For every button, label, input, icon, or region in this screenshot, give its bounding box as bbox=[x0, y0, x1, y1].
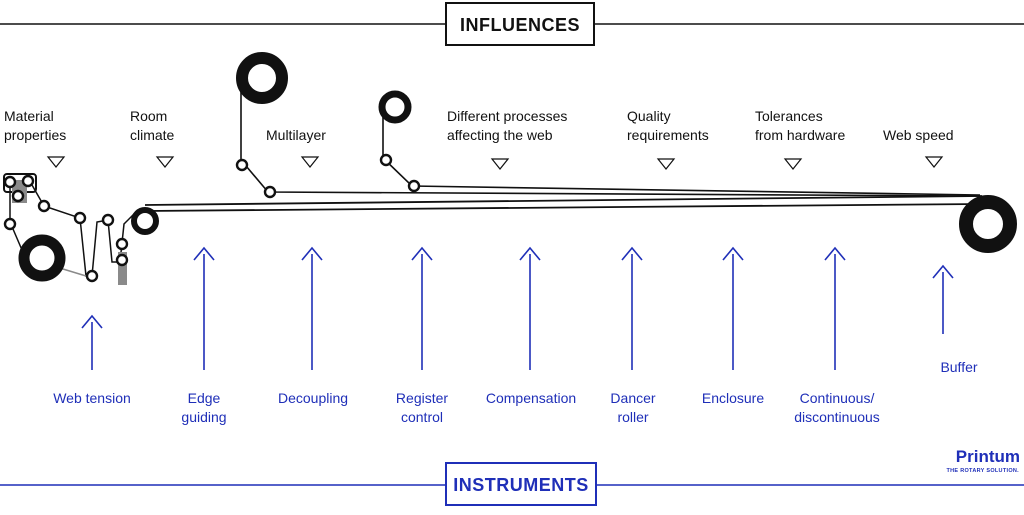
influence-label-5-line-1: Tolerances bbox=[755, 108, 823, 124]
instrument-label-1-line-1: Edge bbox=[188, 390, 221, 406]
instrument-arrow-7 bbox=[824, 246, 846, 370]
roller-icon bbox=[11, 189, 25, 203]
pull-roller-icon bbox=[131, 207, 159, 235]
roller-icon bbox=[73, 211, 87, 225]
instrument-arrow-2 bbox=[301, 246, 323, 370]
instrument-arrow-4 bbox=[519, 246, 541, 370]
roller-icon bbox=[379, 153, 393, 167]
instrument-arrow-8 bbox=[932, 264, 954, 334]
roller-icon bbox=[3, 217, 17, 231]
brand-name: Printum bbox=[956, 447, 1020, 466]
influence-label-0-line-2: properties bbox=[4, 127, 66, 143]
dancer-grey-bar bbox=[118, 252, 127, 285]
instrument-label-5-line-1: Dancer bbox=[610, 390, 655, 406]
influence-label-3-line-1: Different processes bbox=[447, 108, 567, 124]
web-path-illustration bbox=[3, 52, 1017, 285]
roller-icon bbox=[37, 199, 51, 213]
instruments-title: INSTRUMENTS bbox=[453, 475, 589, 495]
instruments-title-box bbox=[445, 462, 597, 506]
instrument-arrow-5 bbox=[621, 246, 643, 370]
roller-icon bbox=[3, 175, 17, 189]
instrument-arrow-3 bbox=[411, 246, 433, 370]
influence-label-1-line-2: climate bbox=[130, 127, 175, 143]
influence-down-triangle-icon bbox=[924, 156, 944, 168]
laminate-web-1 bbox=[240, 72, 981, 197]
instrument-label-4-line-1: Compensation bbox=[486, 390, 576, 406]
instrument-arrow-0 bbox=[81, 314, 103, 370]
influences-title-box bbox=[445, 2, 595, 46]
rewind-roll-icon bbox=[959, 195, 1017, 253]
influence-down-triangle-icon bbox=[783, 158, 803, 170]
instrument-label-2-line-1: Decoupling bbox=[278, 390, 348, 406]
instrument-label-5-line-2: roller bbox=[617, 409, 648, 425]
idler-rollers bbox=[3, 153, 421, 283]
instrument-arrow-1 bbox=[193, 246, 215, 370]
instrument-label-7-line-2: discontinuous bbox=[794, 409, 880, 425]
instrument-label-6-line-1: Enclosure bbox=[702, 390, 764, 406]
instrument-label-3-line-1: Register bbox=[396, 390, 448, 406]
influences-banner: INFLUENCES bbox=[0, 2, 1024, 46]
instrument-label-0-line-1: Web tension bbox=[53, 390, 131, 406]
laminate-roll-2-icon bbox=[378, 90, 412, 124]
roller-icon bbox=[235, 158, 249, 172]
influence-label-6-line-1: Web speed bbox=[883, 127, 954, 143]
influence-labels: Material properties Room climate Multila… bbox=[4, 108, 954, 143]
instrument-arrow-6 bbox=[722, 246, 744, 370]
web-line-lower bbox=[144, 203, 983, 212]
roller-icon bbox=[101, 213, 115, 227]
influence-markers bbox=[46, 156, 944, 170]
roller-icon bbox=[85, 269, 99, 283]
influence-label-5-line-2: from hardware bbox=[755, 127, 845, 143]
instruments-banner: INSTRUMENTS bbox=[0, 462, 1024, 506]
material-rolls bbox=[18, 52, 1017, 282]
instrument-label-8-line-1: Buffer bbox=[940, 359, 977, 375]
instrument-label-7-line-1: Continuous/ bbox=[800, 390, 875, 406]
laminate-roll-1-icon bbox=[236, 52, 288, 104]
roller-icon bbox=[407, 179, 421, 193]
web-line-upper bbox=[144, 195, 983, 206]
influence-label-4-line-2: requirements bbox=[627, 127, 709, 143]
unwind-roll-icon bbox=[18, 234, 66, 282]
roller-icon bbox=[115, 253, 129, 267]
influence-down-triangle-icon bbox=[490, 158, 510, 170]
influence-label-2-line-1: Multilayer bbox=[266, 127, 326, 143]
instrument-label-1-line-2: guiding bbox=[181, 409, 226, 425]
influence-down-triangle-icon bbox=[46, 156, 66, 168]
instrument-labels: Web tension Edge guiding Decoupling Regi… bbox=[53, 359, 978, 425]
influence-label-1-line-1: Room bbox=[130, 108, 167, 124]
roller-icon bbox=[263, 185, 277, 199]
influence-label-3-line-2: affecting the web bbox=[447, 127, 553, 143]
influence-down-triangle-icon bbox=[656, 158, 676, 170]
laminate-web-2 bbox=[382, 107, 981, 196]
instrument-arrows bbox=[81, 246, 954, 370]
influence-down-triangle-icon bbox=[155, 156, 175, 168]
influence-label-4-line-1: Quality bbox=[627, 108, 671, 124]
influences-title: INFLUENCES bbox=[460, 15, 580, 35]
instrument-label-3-line-2: control bbox=[401, 409, 443, 425]
influence-label-0-line-1: Material bbox=[4, 108, 54, 124]
roller-icon bbox=[21, 174, 35, 188]
printum-logo: Printum THE ROTARY SOLUTION. bbox=[946, 447, 1020, 474]
brand-tagline: THE ROTARY SOLUTION. bbox=[946, 468, 1019, 474]
influence-down-triangle-icon bbox=[300, 156, 320, 168]
roller-icon bbox=[115, 237, 129, 251]
